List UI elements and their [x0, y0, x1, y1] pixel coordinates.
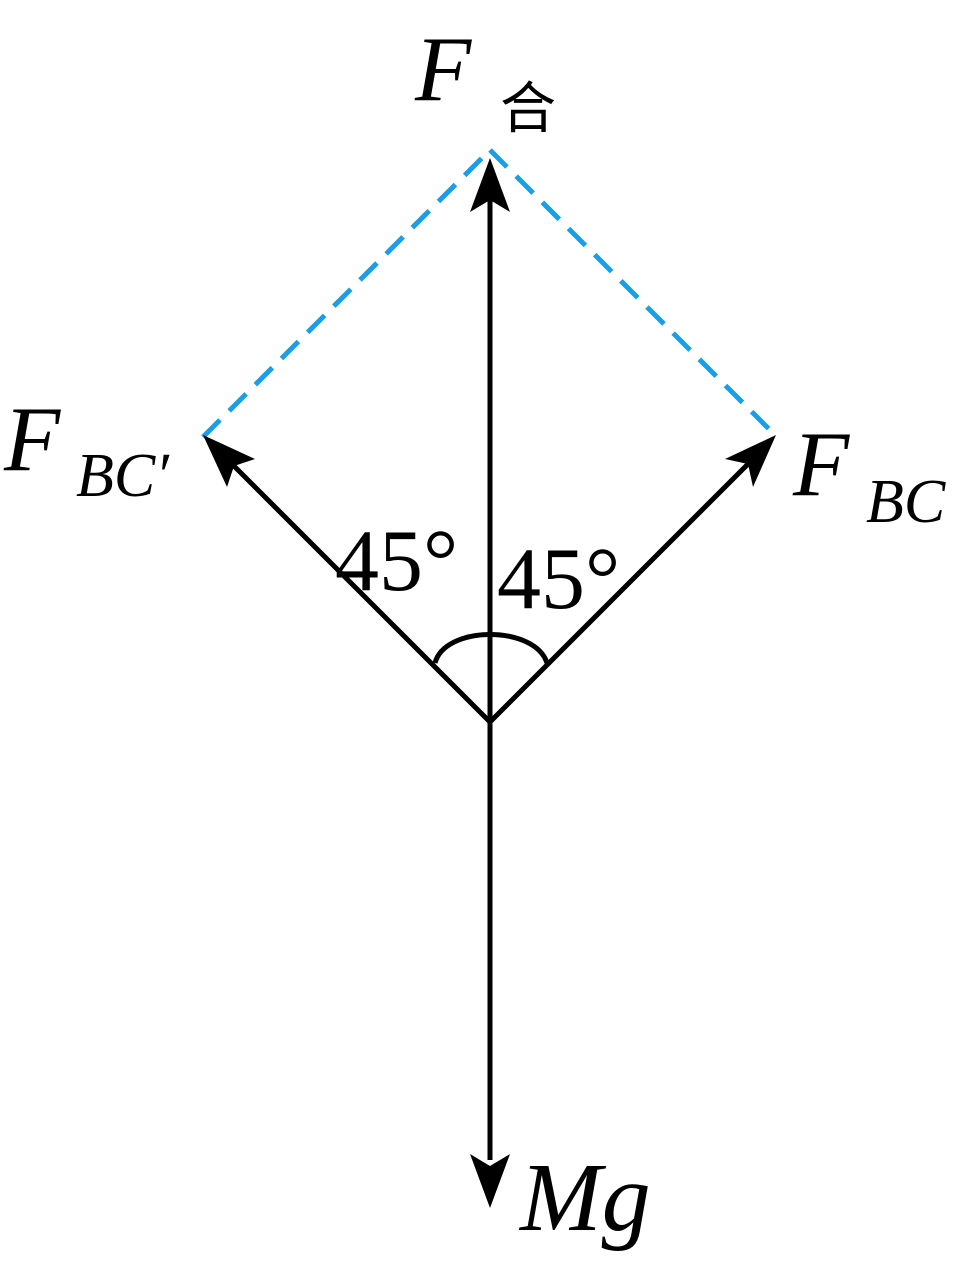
parallelogram-dashed-lines: [201, 148, 779, 439]
force-arrows: [230, 200, 752, 1160]
arrowhead-resultant: [470, 158, 510, 212]
resultant-label-main: F: [414, 18, 472, 120]
angle-label-left: 45°: [335, 513, 458, 610]
arrow-fbc-shaft: [488, 460, 752, 724]
fbc-prime-label-main: F: [3, 388, 61, 490]
fbc-prime-label-sub: BC′: [76, 442, 170, 510]
arrowhead-fbc: [725, 435, 776, 487]
fbc-label-main: F: [792, 413, 850, 515]
arrow-fbc-prime-shaft: [230, 462, 492, 724]
arrowhead-fbc-prime: [203, 435, 255, 487]
fbc-label: F BC: [792, 413, 946, 536]
angle-label-right: 45°: [497, 531, 620, 628]
angle-arc: [432, 632, 550, 664]
arrowheads: [203, 158, 776, 1208]
mg-label: Mg: [518, 1144, 651, 1252]
arrowhead-mg: [470, 1154, 510, 1208]
fbc-label-sub: BC: [866, 468, 946, 536]
dashed-line-left: [201, 148, 492, 439]
resultant-label: F 合: [414, 18, 556, 141]
fbc-prime-label: F BC′: [3, 388, 170, 510]
resultant-label-sub: 合: [500, 79, 556, 141]
dashed-line-right: [488, 148, 779, 439]
